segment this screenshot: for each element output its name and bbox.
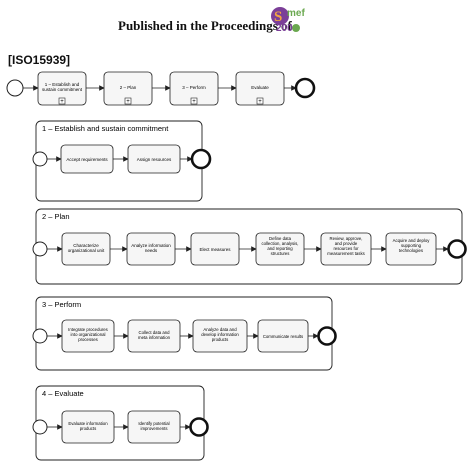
subprocess-title: 3 – Perform	[42, 300, 81, 309]
logo-text-bottom: 200	[276, 23, 293, 34]
task-label: Communicate results	[263, 334, 303, 339]
main-task-evaluate	[235, 71, 285, 106]
end-event	[190, 148, 212, 170]
subprocess-title: 2 – Plan	[42, 212, 70, 221]
subprocess-marker	[124, 97, 132, 105]
subprocess-marker-plus: +	[258, 99, 262, 105]
start-event	[32, 328, 48, 344]
subprocess-marker-plus: +	[126, 99, 130, 105]
start-event	[6, 79, 24, 97]
end-event	[447, 239, 467, 259]
subprocess-establish: 1 – Establish and sustain commitment Acc…	[32, 120, 212, 202]
subprocess-marker-plus: +	[60, 99, 64, 105]
subprocess-marker-plus: +	[192, 99, 196, 105]
logo-circle	[271, 7, 289, 25]
subprocess-title: 4 – Evaluate	[42, 389, 84, 398]
main-task-establish	[37, 71, 87, 106]
main-task-label: 3 – Perform	[182, 85, 206, 90]
subprocess-marker	[190, 97, 198, 105]
logo-dot	[292, 24, 300, 32]
conference-logo: S mef 200	[271, 7, 305, 34]
subprocess-title: 1 – Establish and sustain commitment	[42, 124, 169, 133]
main-task-plan	[103, 71, 153, 106]
subprocess-marker	[58, 97, 66, 105]
main-task-label: Evaluate	[251, 85, 269, 90]
subprocess-marker	[256, 97, 264, 105]
task-label: Elect measures	[199, 247, 231, 252]
task-label: Assign resources	[137, 157, 172, 162]
standard-label: [ISO15939]	[8, 53, 71, 67]
start-event	[32, 241, 48, 257]
end-event	[189, 417, 209, 437]
task-label: Accept requirements	[66, 157, 108, 162]
main-task-label: 2 – Plan	[120, 85, 137, 90]
header-title: Published in the Proceedings of	[118, 18, 292, 33]
logo-text-top: mef	[287, 8, 305, 19]
start-event	[32, 419, 48, 435]
end-event	[294, 77, 316, 99]
main-task-perform	[169, 71, 219, 106]
end-event	[317, 326, 337, 346]
start-event	[32, 151, 48, 167]
logo-letter: S	[274, 9, 282, 25]
